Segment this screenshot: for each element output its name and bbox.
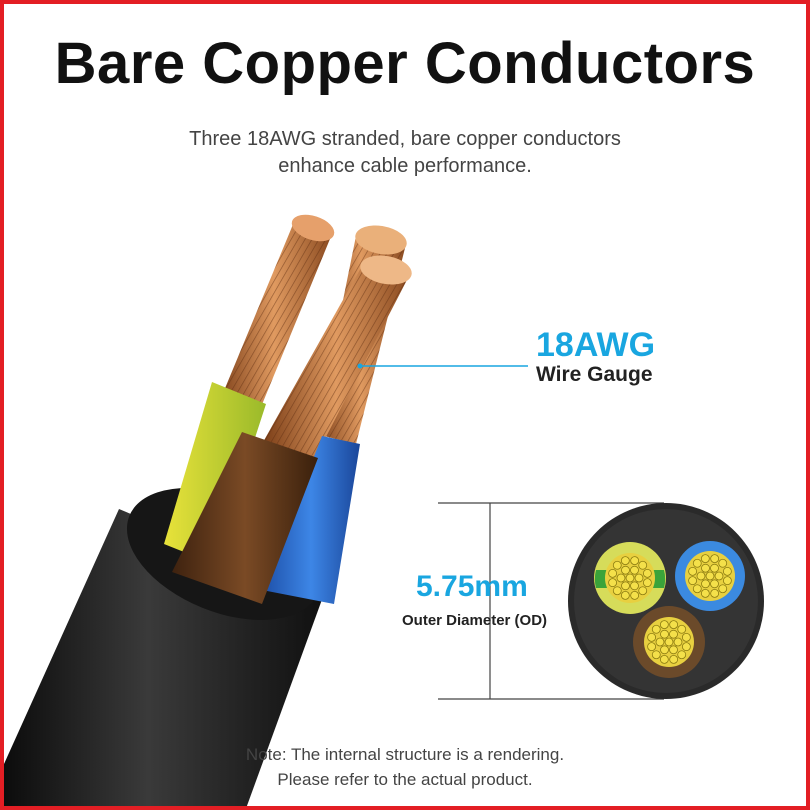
strand-dot [630,556,640,566]
strand-dot [722,566,732,576]
strand-dot [642,568,652,578]
cable-illustration [4,214,764,806]
strand-dot [681,632,691,642]
strand-dot [710,579,719,589]
page-title: Bare Copper Conductors [54,31,756,96]
disclaimer-line-2: Please refer to the actual product. [277,770,533,789]
wire-insulation [164,382,360,604]
strand-dot [655,637,665,647]
strand-dot [722,576,732,586]
strand-dot [677,624,687,634]
diameter-label: Outer Diameter (OD) [402,612,548,629]
strand-dot [651,624,661,634]
strand-dot [620,590,630,600]
cross-section-diagram [568,503,764,699]
subtitle-line-1: Three 18AWG stranded, bare copper conduc… [189,128,621,150]
strand-dot [630,590,640,600]
strand-dot [659,654,669,664]
strand-dot [710,554,720,564]
strand-dot [669,629,678,639]
strand-dot [630,581,639,591]
strand-dot [659,620,669,630]
strand-dot [630,565,639,575]
strand-dot [681,642,691,652]
strand-dot [647,632,657,642]
strand-dot [660,645,669,655]
gauge-leader-dot [357,363,363,369]
strand-dot [621,581,630,591]
strand-dot [710,588,720,598]
strand-dot [673,637,683,647]
strand-dot [638,560,648,570]
strand-dot [688,566,698,576]
strand-dot [669,645,678,655]
strand-dot [669,654,679,664]
strand-dot [718,558,728,568]
strand-dot [705,571,715,581]
strand-dot [612,586,622,596]
strand-dot [669,620,679,630]
strand-dot [647,642,657,652]
strand-dot [608,568,618,578]
diameter-dimension-bracket [438,502,664,700]
strand-dot [612,560,622,570]
strand-dot [621,565,630,575]
strand-dot [625,573,635,583]
strand-dot [696,571,706,581]
strand-dot [700,588,710,598]
strand-dot [620,556,630,566]
strand-dot [634,573,644,583]
subtitle-line-2: enhance cable performance. [278,155,532,177]
cross-section-strands [608,554,732,664]
strand-dot [616,573,626,583]
disclaimer-note: Note: The internal structure is a render… [4,742,806,792]
strand-dot [692,584,702,594]
gauge-label: Wire Gauge [536,363,653,386]
strand-dot [688,576,698,586]
diameter-value: 5.75mm [416,570,528,603]
copper-conductors [216,214,412,464]
strand-dot [608,578,618,588]
strand-dot [692,558,702,568]
strand-dot [677,650,687,660]
strand-dot [701,579,710,589]
strand-dot [710,563,719,573]
gauge-value: 18AWG [536,326,656,364]
strand-dot [651,650,661,660]
strand-dot [714,571,724,581]
disclaimer-line-1: Note: The internal structure is a render… [245,745,565,764]
strand-dot [660,629,669,639]
subtitle: Three 18AWG stranded, bare copper conduc… [4,126,806,180]
strand-dot [700,554,710,564]
strand-dot [664,637,674,647]
strand-dot [638,586,648,596]
strand-dot [701,563,710,573]
strand-dot [718,584,728,594]
strand-dot [642,578,652,588]
